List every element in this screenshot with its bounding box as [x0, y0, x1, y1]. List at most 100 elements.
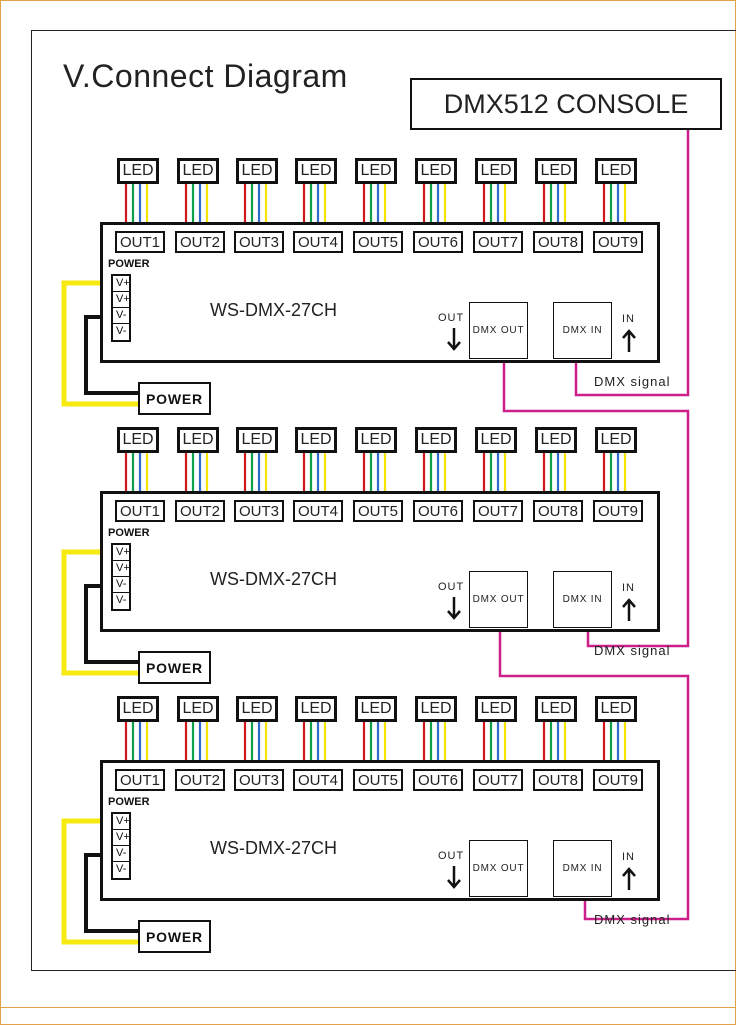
- led-label: LED: [122, 431, 154, 448]
- led-strip-7: LED: [475, 427, 517, 453]
- output-port-9: OUT9: [593, 500, 643, 522]
- output-label: OUT9: [597, 502, 638, 520]
- led-label: LED: [241, 431, 273, 448]
- dmx-in-port: DMX IN: [553, 840, 612, 897]
- led-strip-7: LED: [475, 696, 517, 722]
- output-label: OUT6: [417, 502, 458, 520]
- model-name: WS-DMX-27CH: [210, 300, 338, 320]
- output-port-3: OUT3: [234, 231, 284, 253]
- output-label: OUT6: [417, 771, 458, 789]
- power-supply-box: POWER: [138, 651, 211, 684]
- dmx-in-label: DMX IN: [562, 325, 603, 336]
- dmx-out-label: DMX OUT: [472, 863, 525, 874]
- terminal-pin: V-: [116, 594, 127, 606]
- dmx-out-port: DMX OUT: [469, 302, 528, 359]
- output-label: OUT7: [477, 771, 518, 789]
- dmx-signal-wire: [574, 130, 690, 397]
- output-label: OUT2: [179, 771, 220, 789]
- dmx-in-label: DMX IN: [562, 594, 603, 605]
- led-label: LED: [122, 162, 154, 179]
- dmx-out-port: DMX OUT: [469, 840, 528, 897]
- output-port-9: OUT9: [593, 231, 643, 253]
- dmx-signal-label: DMX signal: [594, 643, 671, 658]
- led-strip-4: LED: [295, 427, 337, 453]
- power-supply-label: POWER: [146, 659, 203, 676]
- led-strip-8: LED: [535, 696, 577, 722]
- output-port-1: OUT1: [115, 500, 165, 522]
- led-label: LED: [182, 431, 214, 448]
- output-label: OUT8: [537, 771, 578, 789]
- output-port-3: OUT3: [234, 769, 284, 791]
- output-label: OUT3: [238, 233, 279, 251]
- power-wire-positive: [61, 549, 138, 676]
- terminal-pin: V+: [113, 561, 130, 577]
- output-label: OUT4: [297, 502, 338, 520]
- led-label: LED: [420, 431, 452, 448]
- diagram-frame: [31, 30, 736, 971]
- power-wire-negative: [84, 315, 138, 395]
- led-label: LED: [360, 700, 392, 717]
- terminal-pin: V-: [116, 863, 127, 875]
- power-input-label: POWER: [108, 796, 150, 808]
- output-label: OUT5: [357, 502, 398, 520]
- led-label: LED: [600, 431, 632, 448]
- output-label: OUT5: [357, 233, 398, 251]
- bottom-divider: [0, 1007, 736, 1008]
- output-port-6: OUT6: [413, 231, 463, 253]
- led-strip-3: LED: [236, 696, 278, 722]
- output-port-3: OUT3: [234, 500, 284, 522]
- output-port-1: OUT1: [115, 769, 165, 791]
- power-terminal-block: V+V+V-V-: [111, 274, 131, 342]
- led-label: LED: [300, 700, 332, 717]
- output-label: OUT9: [597, 233, 638, 251]
- led-strip-1: LED: [117, 696, 159, 722]
- led-label: LED: [600, 162, 632, 179]
- led-label: LED: [480, 162, 512, 179]
- dmx-signal-wire: [502, 357, 690, 648]
- power-input-label: POWER: [108, 527, 150, 539]
- power-supply-label: POWER: [146, 390, 203, 407]
- terminal-pin: V+: [113, 545, 130, 561]
- output-port-4: OUT4: [293, 769, 343, 791]
- power-supply-box: POWER: [138, 920, 211, 953]
- led-strip-3: LED: [236, 158, 278, 184]
- led-label: LED: [480, 431, 512, 448]
- output-port-5: OUT5: [353, 231, 403, 253]
- power-supply-label: POWER: [146, 928, 203, 945]
- output-port-2: OUT2: [175, 500, 225, 522]
- output-port-4: OUT4: [293, 500, 343, 522]
- output-label: OUT1: [119, 771, 160, 789]
- output-port-9: OUT9: [593, 769, 643, 791]
- arrow-down-icon: [447, 328, 461, 351]
- output-label: OUT4: [297, 771, 338, 789]
- led-strip-6: LED: [415, 427, 457, 453]
- power-terminal-block: V+V+V-V-: [111, 812, 131, 880]
- dmx-signal-wire: [498, 627, 690, 921]
- led-label: LED: [420, 162, 452, 179]
- model-name: WS-DMX-27CH: [210, 569, 338, 589]
- arrow-up-icon: [622, 867, 636, 890]
- led-label: LED: [182, 700, 214, 717]
- output-port-4: OUT4: [293, 231, 343, 253]
- led-strip-9: LED: [595, 427, 637, 453]
- led-strip-8: LED: [535, 427, 577, 453]
- power-wire-positive: [61, 280, 138, 407]
- in-arrow-label: IN: [622, 851, 635, 863]
- output-label: OUT6: [417, 233, 458, 251]
- led-strip-2: LED: [177, 158, 219, 184]
- dmx-signal-label: DMX signal: [594, 912, 671, 927]
- in-arrow-label: IN: [622, 313, 635, 325]
- led-strip-5: LED: [355, 696, 397, 722]
- output-label: OUT2: [179, 233, 220, 251]
- console-label: DMX512 CONSOLE: [443, 88, 689, 119]
- out-arrow-label: OUT: [438, 312, 465, 324]
- output-label: OUT5: [357, 771, 398, 789]
- led-strip-6: LED: [415, 696, 457, 722]
- led-label: LED: [420, 700, 452, 717]
- in-arrow-label: IN: [622, 582, 635, 594]
- dmx-out-port: DMX OUT: [469, 571, 528, 628]
- dmx-signal-label: DMX signal: [594, 374, 671, 389]
- output-port-5: OUT5: [353, 769, 403, 791]
- terminal-pin: V+: [113, 814, 130, 830]
